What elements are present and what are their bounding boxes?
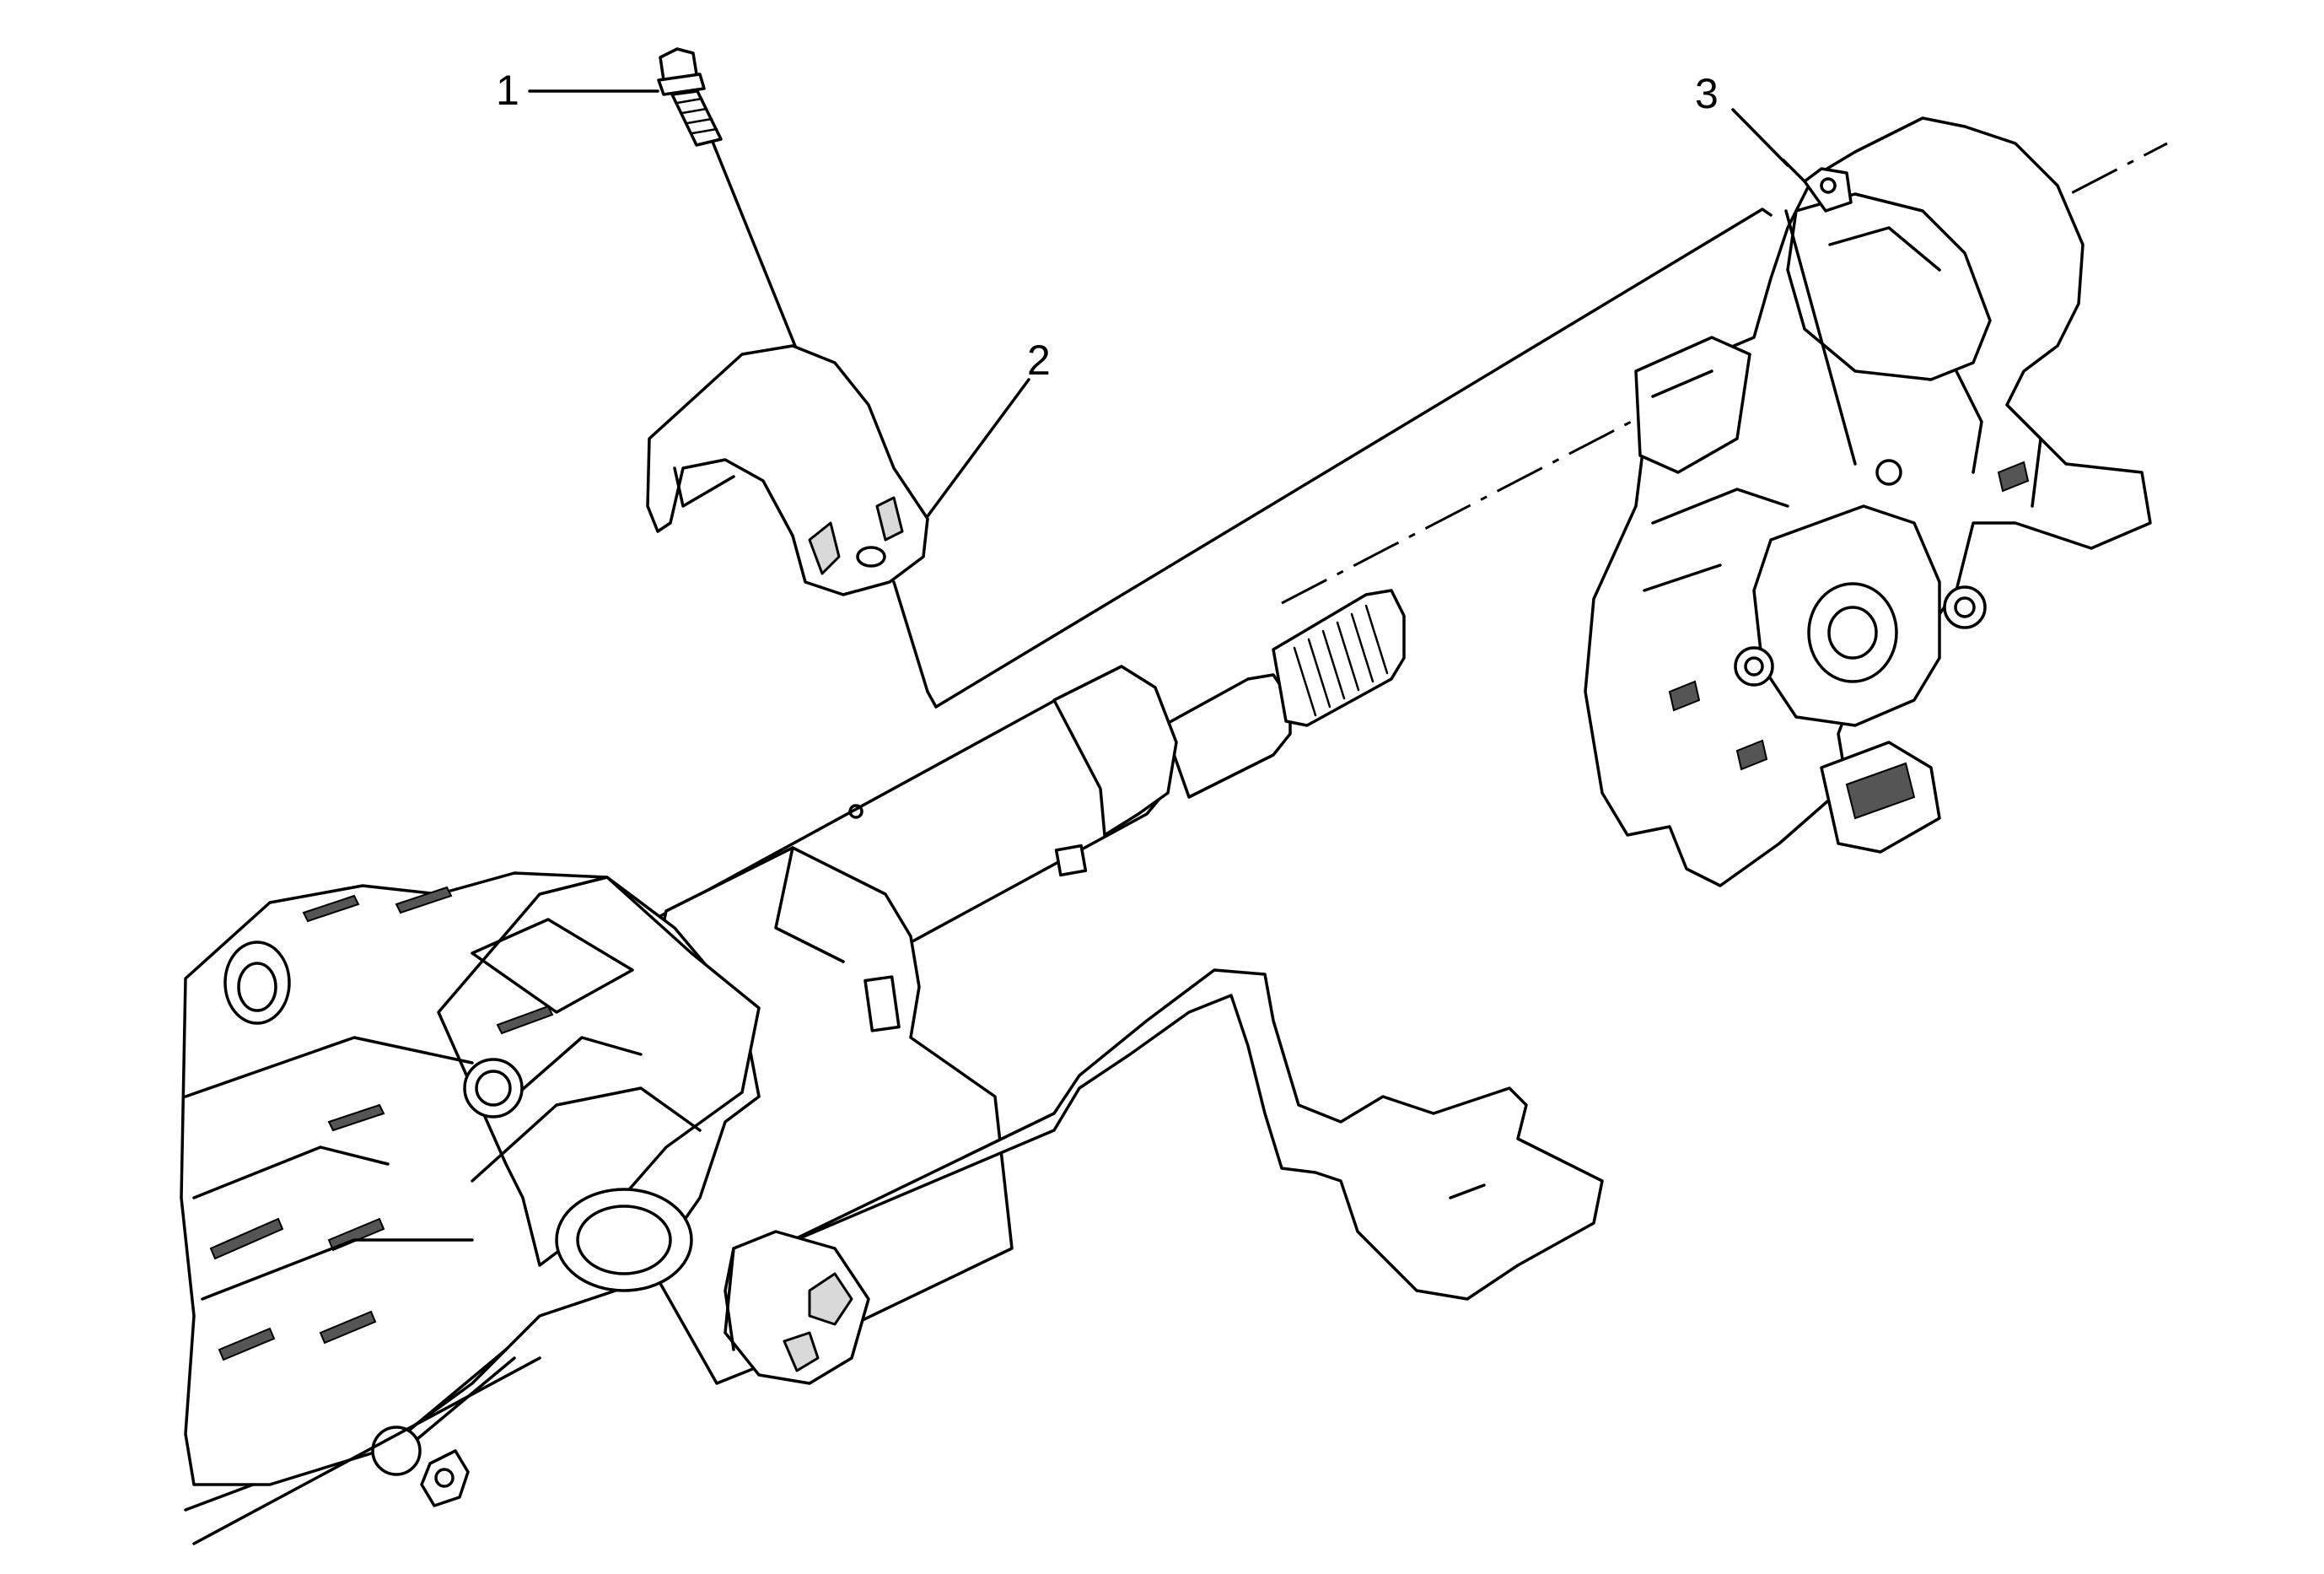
callout-1: 1 — [496, 67, 519, 114]
ignition-housing-part-3 — [1584, 116, 2152, 887]
callout-3: 3 — [1695, 70, 1719, 117]
callout-2: 2 — [1027, 337, 1051, 384]
spline-ridges — [1293, 604, 1389, 717]
callout-leaders — [528, 89, 1789, 518]
bracket-part-2 — [646, 208, 1773, 709]
bolt-part-1 — [657, 47, 879, 550]
casting-slots — [209, 886, 554, 1361]
steering-column-assembly — [180, 589, 1604, 1545]
